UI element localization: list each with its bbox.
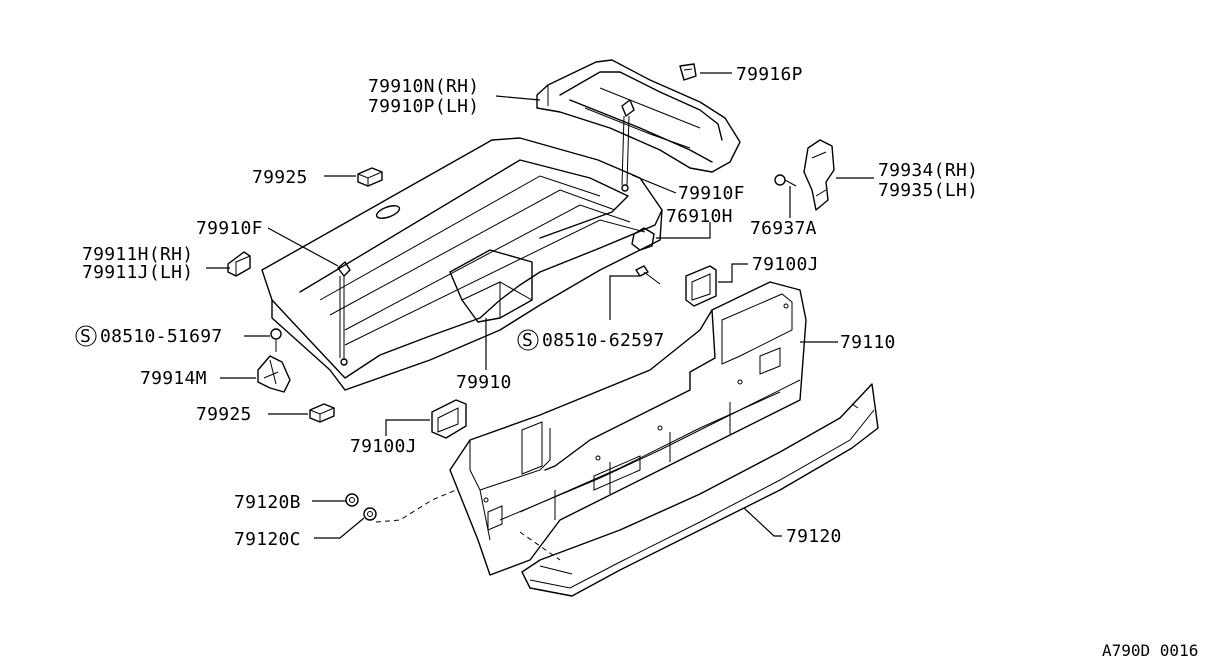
bracket-79911H bbox=[227, 251, 251, 277]
label-79100J-right: 79100J bbox=[752, 254, 819, 275]
label-76910H: 76910H bbox=[666, 206, 733, 227]
label-79910F-right: 79910F bbox=[678, 183, 745, 204]
nut-08510-51697 bbox=[270, 328, 282, 352]
label-79120C: 79120C bbox=[234, 529, 301, 550]
leader-lines bbox=[206, 72, 874, 561]
clip-79925-lower bbox=[309, 403, 335, 423]
label-79935: 79935(LH) bbox=[878, 180, 978, 201]
nut-79120B bbox=[345, 493, 359, 507]
label-79911H: 79911H(RH) bbox=[82, 244, 193, 265]
bracket-79934 bbox=[803, 139, 835, 211]
callout-labels: 79910N(RH) 79910P(LH) 79916P 79925 79910… bbox=[75, 64, 1198, 660]
label-08510-62597: 08510-62597 bbox=[542, 330, 665, 351]
label-79911J: 79911J(LH) bbox=[82, 262, 193, 283]
finisher-79120 bbox=[521, 383, 879, 597]
bracket-79914M bbox=[257, 355, 291, 393]
strap-79910F-right bbox=[621, 99, 635, 192]
label-79100J-left: 79100J bbox=[350, 436, 417, 457]
label-79110: 79110 bbox=[840, 332, 896, 353]
package-tray-79910 bbox=[261, 137, 663, 391]
label-79934: 79934(RH) bbox=[878, 160, 978, 181]
label-79925-lower: 79925 bbox=[196, 404, 252, 425]
label-79910F-left: 79910F bbox=[196, 218, 263, 239]
label-79910: 79910 bbox=[456, 372, 512, 393]
nut-79120C bbox=[363, 507, 377, 521]
rear-panel-79110 bbox=[449, 281, 807, 576]
label-76937A: 76937A bbox=[750, 218, 817, 239]
bolt-08510-62597 bbox=[635, 265, 661, 285]
label-79916P: 79916P bbox=[736, 64, 803, 85]
screw-76937A bbox=[774, 174, 797, 187]
svg-text:S: S bbox=[522, 330, 533, 351]
pad-79100J-left bbox=[431, 399, 467, 439]
pad-79100J-right bbox=[685, 265, 717, 307]
standard-part-mark-1: S bbox=[75, 325, 97, 347]
label-79120: 79120 bbox=[786, 526, 842, 547]
label-79925-upper: 79925 bbox=[252, 167, 308, 188]
svg-text:S: S bbox=[80, 326, 91, 347]
clip-76910H bbox=[631, 227, 655, 251]
standard-part-mark-2: S bbox=[517, 329, 539, 351]
label-79910P: 79910P(LH) bbox=[368, 96, 479, 117]
clip-79916P bbox=[679, 63, 697, 81]
clip-79925-upper bbox=[357, 167, 383, 187]
label-08510-51697: 08510-51697 bbox=[100, 326, 223, 347]
side-trim-panel-79910N bbox=[536, 59, 741, 173]
label-79914M: 79914M bbox=[140, 368, 207, 389]
diagram-code: A790D 0016 bbox=[1102, 641, 1198, 660]
label-79120B: 79120B bbox=[234, 492, 301, 513]
label-79910N: 79910N(RH) bbox=[368, 76, 479, 97]
